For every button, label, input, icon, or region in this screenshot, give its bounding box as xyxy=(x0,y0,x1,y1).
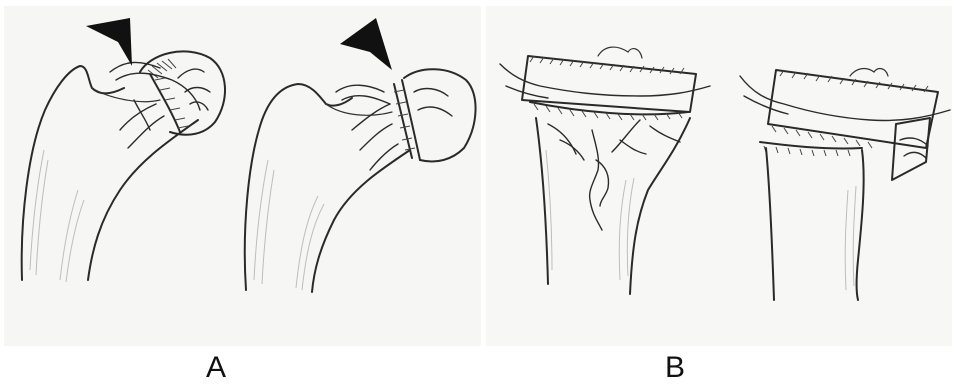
panel-b-illustration xyxy=(500,47,950,300)
panel-a-illustration xyxy=(22,18,476,292)
panel-label-a: A xyxy=(206,353,226,383)
arrowhead-icon xyxy=(86,18,132,66)
humerus-left xyxy=(22,51,225,282)
panel-label-b: B xyxy=(665,353,685,383)
arrowhead-icon xyxy=(340,18,392,70)
tibia-left xyxy=(500,47,710,294)
humerus-right xyxy=(245,69,476,292)
tibia-right xyxy=(740,69,950,300)
